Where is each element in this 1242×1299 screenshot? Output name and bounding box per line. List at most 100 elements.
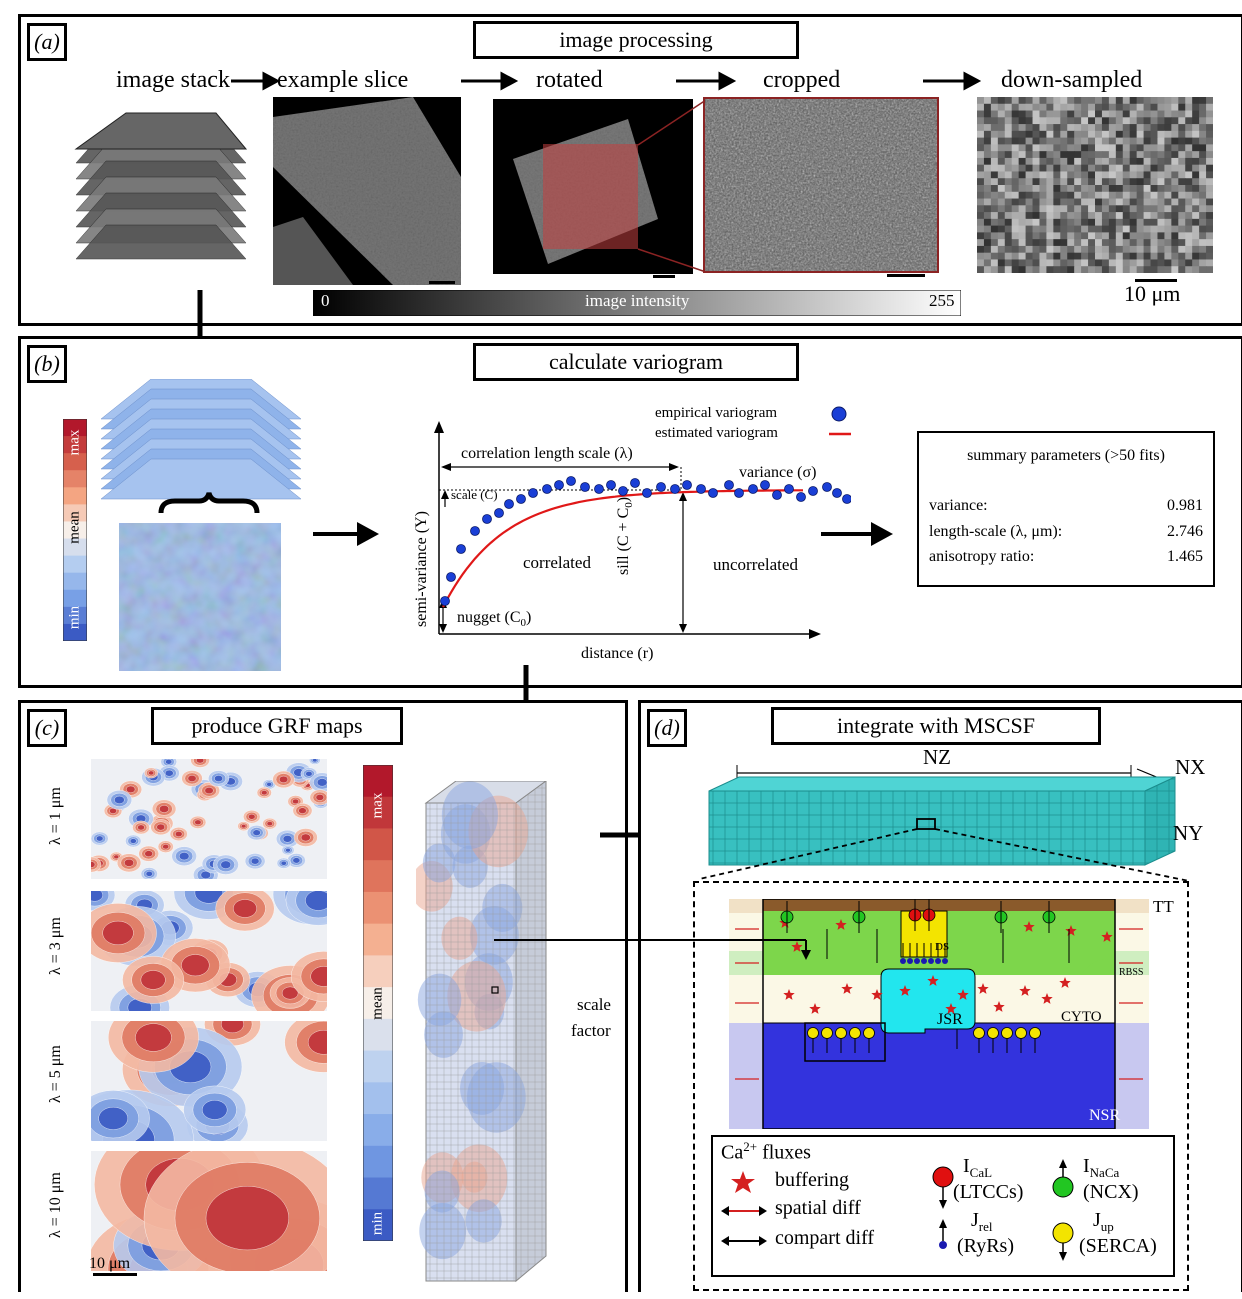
inaca-i: I: [1083, 1155, 1090, 1177]
arrow-b-2: [821, 522, 893, 546]
empirical-point: [566, 476, 576, 486]
scale-label: scale (C): [451, 487, 498, 502]
legend-compart: compart diff: [775, 1227, 875, 1249]
arrow-b-1: [313, 522, 379, 546]
brace: [158, 492, 260, 514]
empirical-point: [760, 480, 770, 490]
arrow-1: [231, 71, 281, 91]
zoom-lines: [637, 99, 707, 273]
ncx-icon: [1052, 1176, 1074, 1198]
map-label-3: λ = 3 μm: [47, 917, 64, 975]
scale-factor-label-2: factor: [571, 1021, 611, 1040]
variogram-plot: [434, 406, 851, 639]
label-tt: TT: [1153, 897, 1174, 916]
scale-bar-grf-label: 10 μm: [89, 1255, 131, 1272]
legend-header: Ca2+ fluxes: [721, 1139, 811, 1165]
label-jsr: JSR: [937, 1011, 963, 1028]
arrow-3: [676, 71, 737, 91]
buffer-star: [1041, 993, 1053, 1004]
empirical-point: [618, 486, 628, 496]
stack-layer: [75, 224, 247, 260]
legend-ical: ICaL: [963, 1155, 992, 1181]
step-down-sampled: down-sampled: [1001, 67, 1143, 93]
variance-label: variance (σ): [739, 464, 817, 481]
colorbar-min: 0: [321, 291, 330, 310]
dim-ny: NY: [1173, 821, 1204, 845]
buffering-icon: [731, 1171, 755, 1193]
scale-bar-grf: [93, 1273, 137, 1276]
nugget-sub: 0: [520, 617, 527, 630]
empirical-point: [580, 482, 590, 492]
empirical-point: [446, 572, 456, 582]
scale-bar-slice: [429, 281, 455, 284]
step-cropped: cropped: [763, 67, 841, 93]
empirical-point: [772, 490, 782, 500]
panel-b-title: calculate variogram: [473, 343, 799, 381]
buffer-star: [993, 1001, 1005, 1012]
empirical-point: [682, 480, 692, 490]
arrow-4: [923, 71, 982, 91]
buffer-star: [809, 1003, 821, 1014]
legend-empirical-marker: [831, 406, 847, 422]
map-label-10: λ = 10 μm: [47, 1172, 64, 1238]
ical-sub: CaL: [969, 1165, 993, 1180]
buffer-star: [945, 1003, 957, 1014]
example-slice-image: [273, 97, 461, 285]
jrel-j: J: [971, 1209, 979, 1231]
colorbar-max: 255: [929, 291, 955, 310]
scale-bar-rotated: [653, 275, 675, 278]
legend-empirical: empirical variogram: [655, 405, 778, 421]
summary-row-length: length-scale (λ, μm): 2.746: [929, 523, 1203, 541]
legend-ncx: (NCX): [1083, 1181, 1139, 1203]
colorbar-b-mean: mean: [66, 511, 83, 544]
buffer-star: [1065, 925, 1077, 936]
summary-value: 2.746: [1167, 523, 1203, 540]
zoom-box: [916, 818, 936, 830]
zoomed-region-box: [693, 881, 1189, 1291]
sill-text: sill (C + C: [615, 507, 632, 575]
legend-estimated: estimated variogram: [655, 425, 778, 441]
summary-box: summary parameters (>50 fits) variance: …: [917, 431, 1215, 587]
inaca-sub: NaCa: [1089, 1165, 1120, 1180]
summary-title: summary parameters (>50 fits): [967, 447, 1165, 464]
panel-d-title: integrate with MSCSF: [771, 707, 1101, 745]
scale-bar-cropped: [887, 274, 925, 277]
empirical-point: [440, 596, 450, 606]
buffer-star: [1023, 921, 1035, 932]
step-example-slice: example slice: [277, 67, 409, 93]
empirical-point: [594, 484, 604, 494]
image-stack-illustration: [74, 112, 248, 260]
buffer-star: [927, 975, 939, 986]
empirical-point: [784, 484, 794, 494]
buffer-star: [783, 989, 795, 1000]
empirical-point: [808, 486, 818, 496]
ltcc-icon: [932, 1166, 954, 1188]
down-sampled-image: [977, 97, 1213, 273]
empirical-point: [642, 488, 652, 498]
empirical-point: [630, 478, 640, 488]
empirical-point: [708, 488, 718, 498]
buffer-star: [791, 941, 803, 952]
cropped-image: [703, 97, 939, 273]
tt-membrane: [763, 899, 1115, 911]
legend-header-rest: fluxes: [757, 1141, 811, 1164]
panel-d-label: (d): [647, 709, 687, 747]
empirical-point: [494, 508, 504, 518]
rotated-image: [493, 99, 693, 274]
colorbar-c-min: min: [369, 1211, 386, 1236]
map-label-1: λ = 1 μm: [47, 787, 64, 845]
sill-label: sill (C + C0): [615, 455, 635, 575]
panel-a: (a) image processing image stack example…: [18, 14, 1242, 326]
buffer-star: [977, 983, 989, 994]
legend-jrel: Jrel: [971, 1209, 993, 1235]
summary-name: anisotropy ratio:: [929, 548, 1035, 565]
scale-bar-downsampled: [1135, 279, 1177, 282]
buffer-star: [899, 985, 911, 996]
dim-nx: NX: [1175, 755, 1206, 779]
empirical-point: [842, 494, 851, 504]
empirical-point: [470, 526, 480, 536]
panel-a-title: image processing: [473, 21, 799, 59]
intensity-colorbar: [313, 290, 961, 316]
step-arrows: [231, 71, 982, 91]
panel-c-label: (c): [27, 709, 67, 747]
